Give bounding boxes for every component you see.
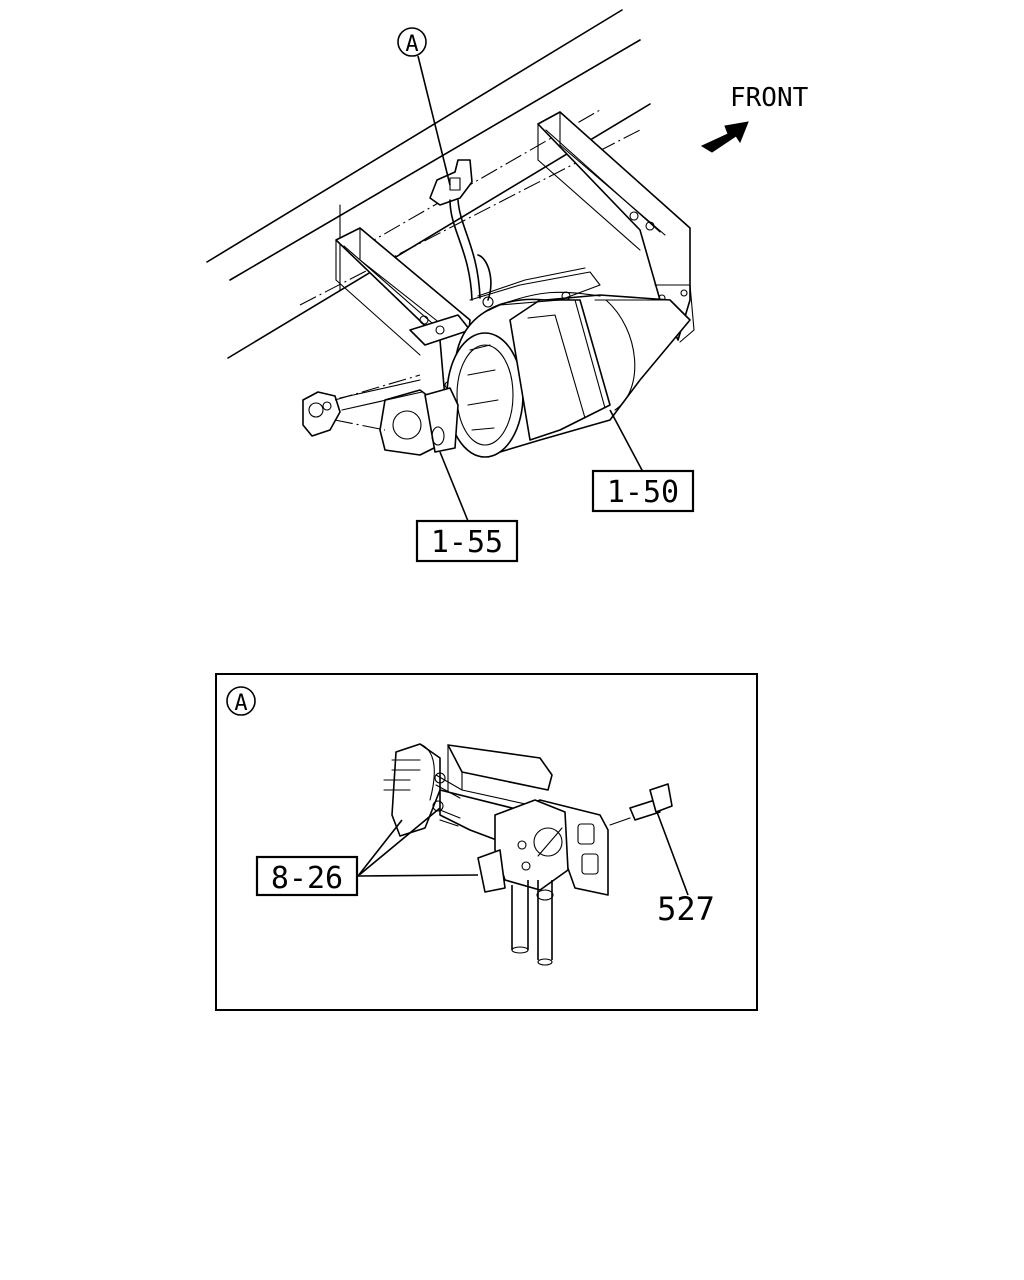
exhaust-flange [302, 374, 459, 456]
bolt-527: 527 [609, 783, 715, 928]
callout-1-55: 1-55 [415, 451, 519, 563]
callout-1-55-label: 1-55 [431, 525, 503, 560]
detail-a-box: A [215, 673, 758, 1011]
detail-marker-top: A [397, 27, 451, 186]
callout-527-label: 527 [657, 890, 715, 928]
callout-1-50-label: 1-50 [607, 475, 679, 510]
callout-1-50: 1-50 [591, 409, 695, 513]
catalytic-converter [446, 291, 691, 458]
detail-a-label: A [234, 691, 247, 716]
callout-8-26-label: 8-26 [271, 861, 343, 896]
front-label: FRONT [730, 83, 809, 113]
front-arrow-icon [700, 121, 749, 153]
callout-8-26: 8-26 [255, 807, 479, 897]
sensor-harness [429, 159, 601, 313]
front-direction-indicator: FRONT [700, 83, 809, 153]
detail-marker-top-label: A [405, 32, 418, 57]
sensor-bracket-assembly [383, 743, 609, 966]
